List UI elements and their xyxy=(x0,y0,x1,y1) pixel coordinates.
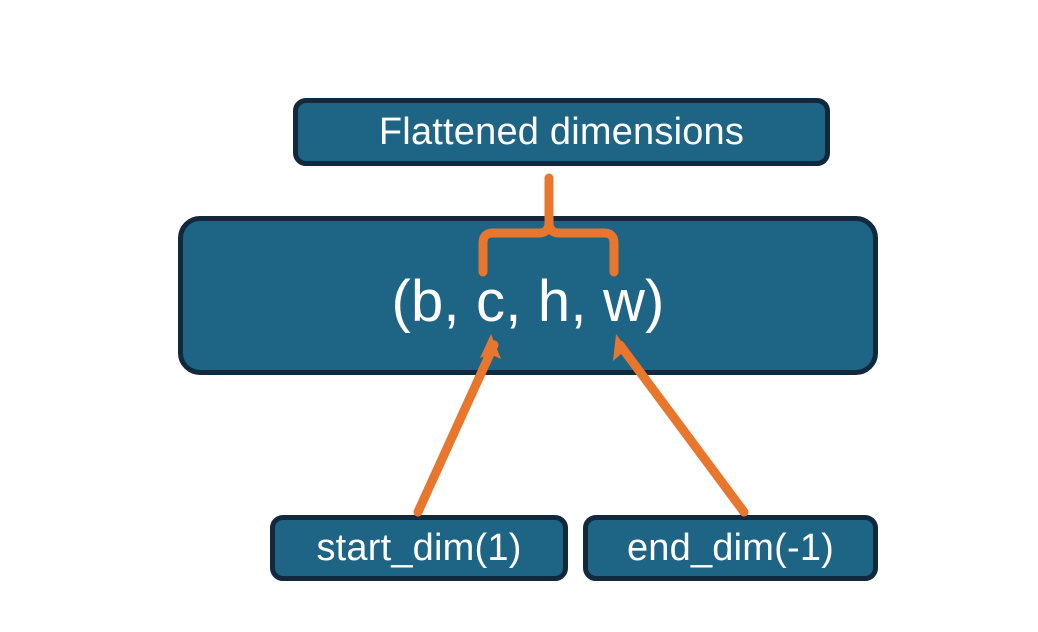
node-start-dim[interactable]: start_dim(1) xyxy=(270,515,568,581)
node-end-dim-label: end_dim(-1) xyxy=(626,526,835,569)
node-tensor-shape[interactable]: (b, c, h, w) xyxy=(178,216,878,375)
node-tensor-shape-label: (b, c, h, w) xyxy=(391,269,665,334)
node-flattened-dimensions[interactable]: Flattened dimensions xyxy=(293,98,830,166)
node-flattened-dimensions-label: Flattened dimensions xyxy=(378,110,745,153)
node-start-dim-label: start_dim(1) xyxy=(316,526,522,569)
node-end-dim[interactable]: end_dim(-1) xyxy=(583,515,878,581)
